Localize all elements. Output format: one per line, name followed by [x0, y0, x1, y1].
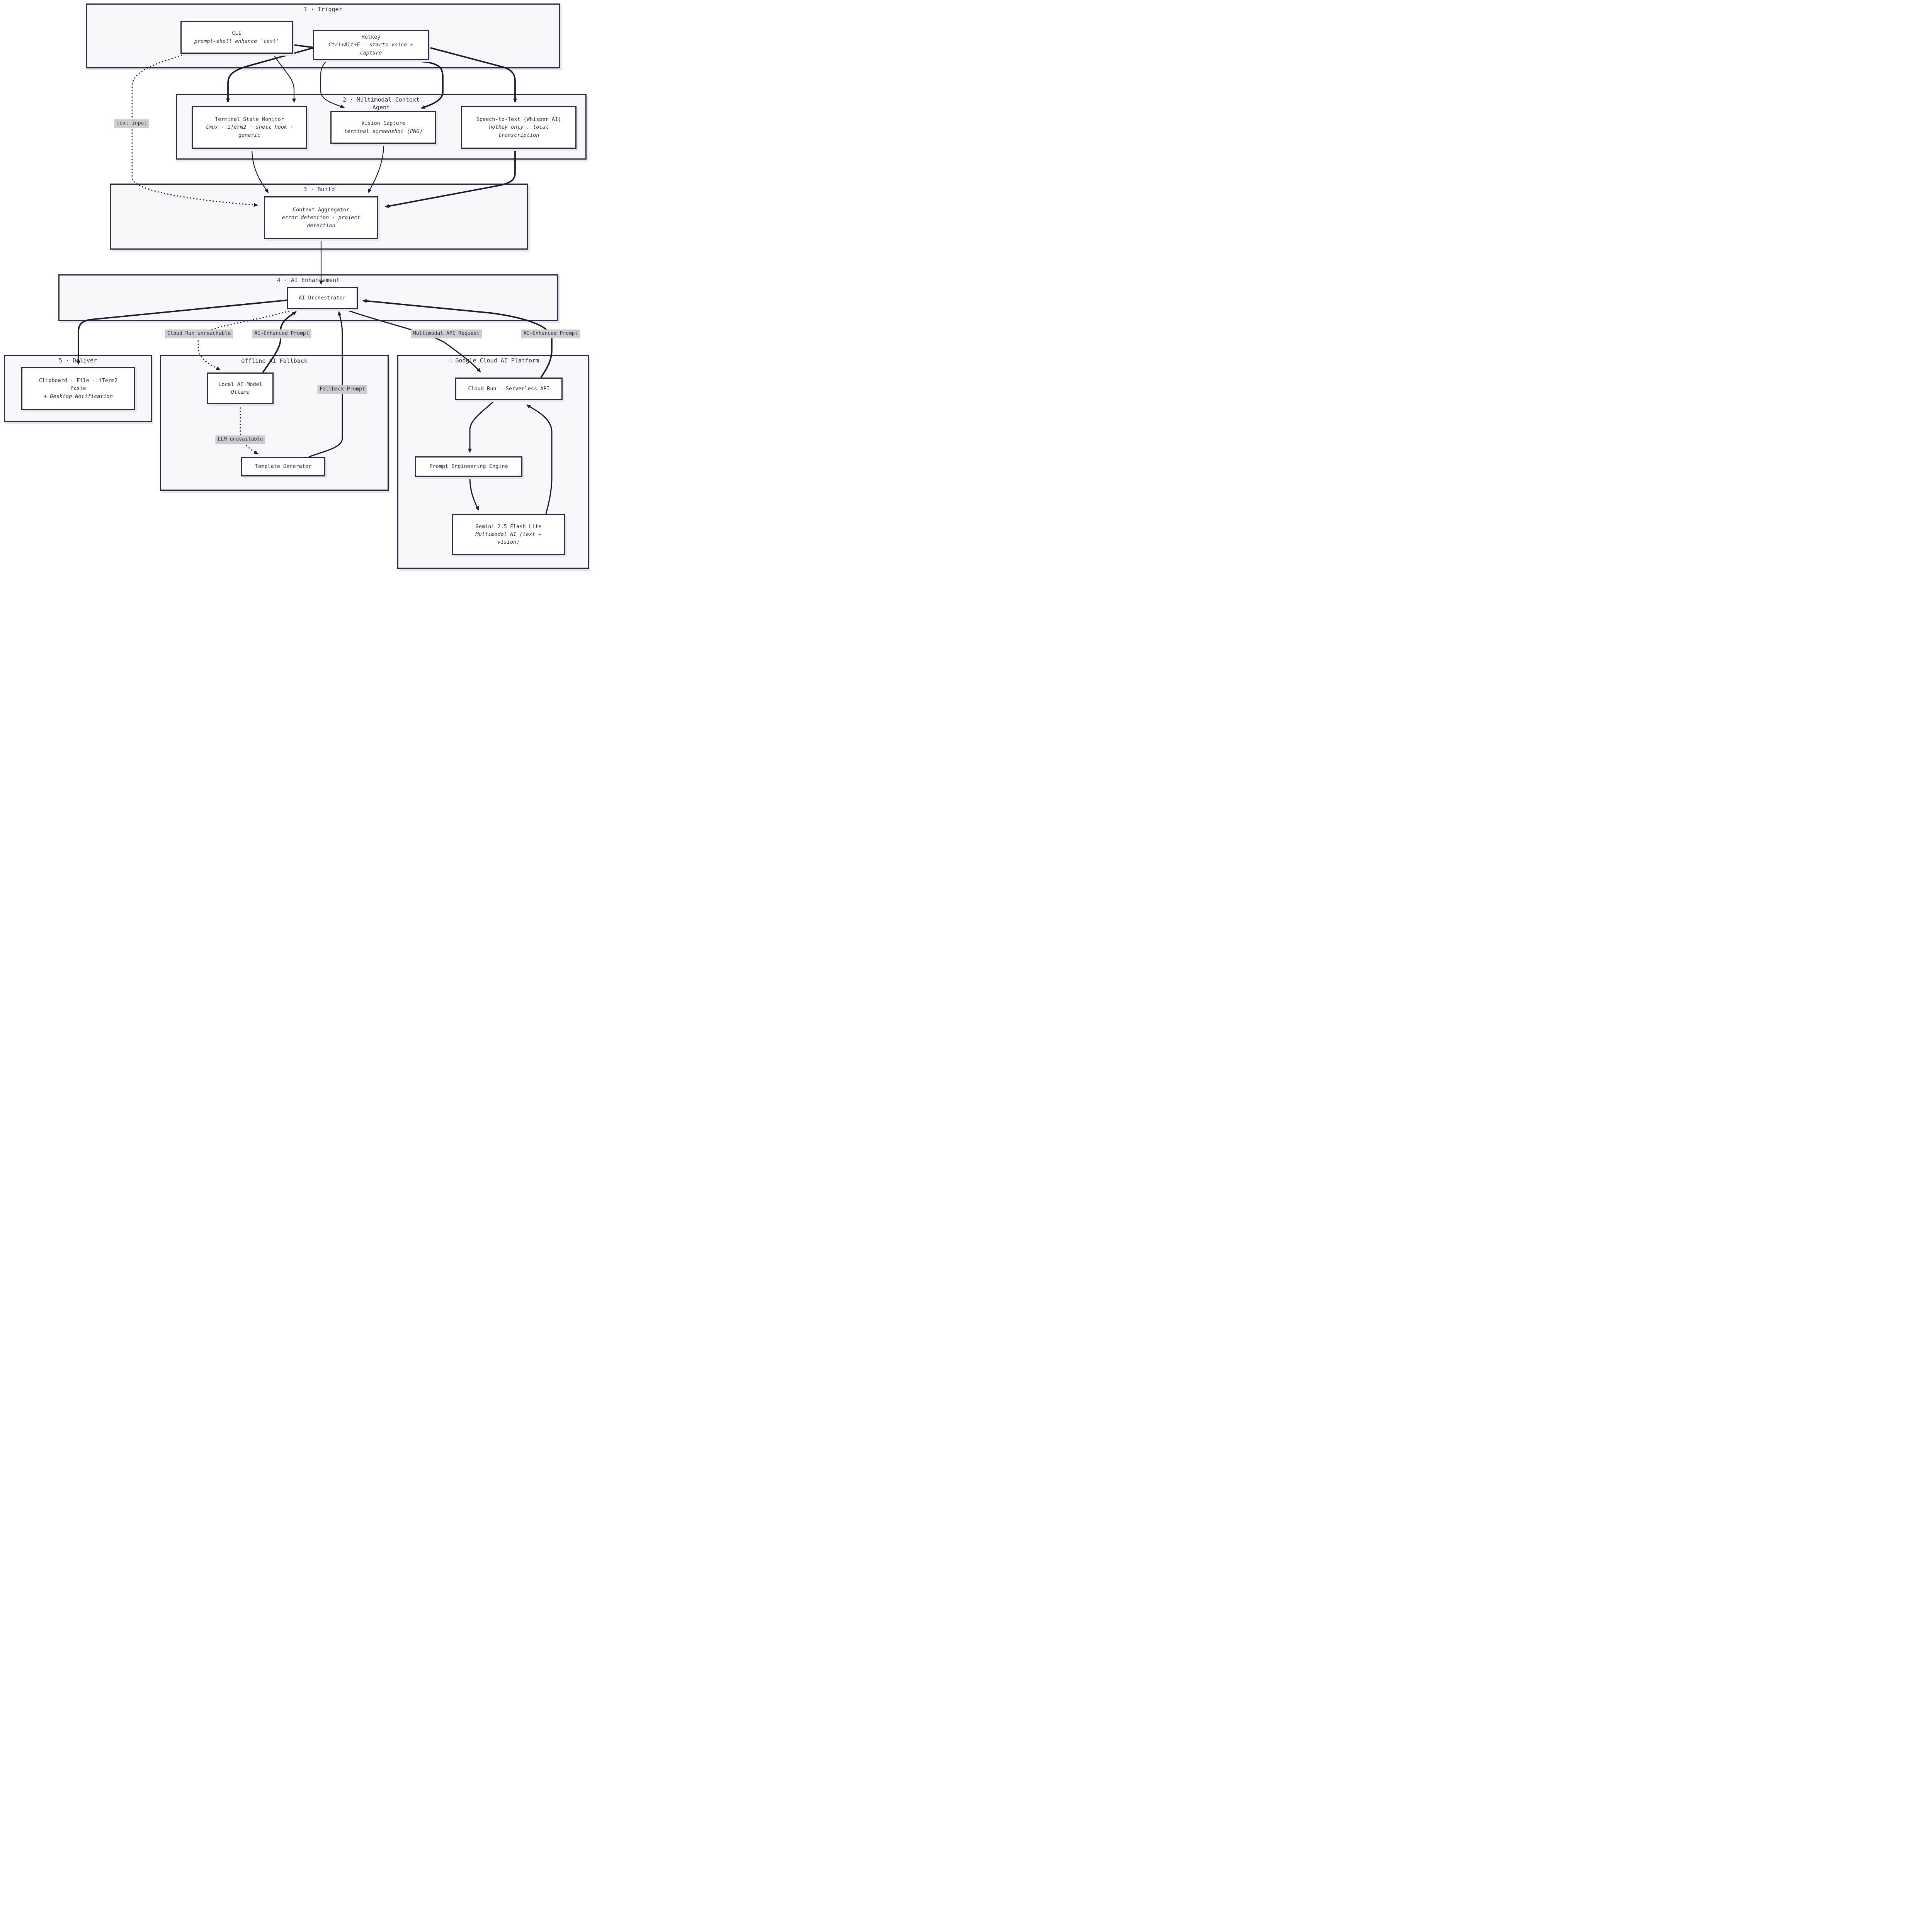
edge-speech-to-text-aggregator	[386, 149, 516, 207]
node-context-aggregator-title: Context Aggregator	[293, 207, 350, 213]
edge-template-generator-orchestrator	[309, 312, 343, 457]
node-template-generator-title: Template Generator	[255, 463, 312, 470]
edge-prompt-engine-gemini	[469, 476, 480, 510]
node-cloud-run-title: Cloud Run - Serverless API	[468, 385, 550, 392]
node-speech-to-text-subtitle: hotkey only . local transcription	[489, 124, 549, 138]
node-template-generator: Template Generator	[241, 457, 325, 476]
edge-label-cloud-run-unreachable: Cloud Run unreachable	[165, 329, 233, 338]
subgraph-google-cloud-label: ☁️Google Cloud AI Platform	[397, 357, 589, 365]
edge-cli-terminal-monitor	[272, 53, 294, 102]
edge-hotkey-vision-capture	[320, 54, 344, 107]
edge-hotkey-terminal-monitor	[228, 47, 313, 102]
edge-label-fallback-prompt: Fallback Prompt	[317, 385, 367, 394]
edge-label-ai-enhanced-prompt-cloud: AI-Enhanced Prompt	[521, 329, 580, 338]
node-gemini-title: Gemini 2.5 Flash Lite	[475, 523, 542, 530]
node-gemini-subtitle: Multimodal AI (text + vision)	[475, 531, 542, 546]
edge-local-ai-template-generator	[240, 404, 258, 454]
node-terminal-state-monitor: Terminal State Monitor tmux · iTerm2 · s…	[192, 106, 307, 149]
edge-terminal-monitor-aggregator	[251, 148, 268, 192]
node-gemini: Gemini 2.5 Flash Lite Multimodal AI (tex…	[452, 514, 565, 555]
edge-cli-vision-capture	[293, 44, 444, 109]
node-vision-capture-subtitle: terminal screenshot (PNG)	[344, 128, 423, 134]
edge-orchestrator-local-ai	[197, 308, 296, 371]
node-cloud-run: Cloud Run - Serverless API	[455, 378, 563, 400]
node-cli: CLI prompt-shell enhance 'text'	[180, 21, 293, 54]
edge-label-multimodal-api-request: Multimodal API Request	[410, 329, 482, 338]
node-clipboard-delivery-subtitle: + Desktop Notification	[44, 393, 113, 400]
edge-label-llm-unavailable: LLM unavailable	[215, 435, 265, 444]
edge-orchestrator-cloud-run	[344, 308, 480, 372]
subgraph-google-cloud-title: Google Cloud AI Platform	[455, 357, 539, 364]
edge-cloud-run-orchestrator	[363, 301, 553, 378]
node-local-ai-model: Local AI Model Ollama	[207, 372, 274, 404]
edge-orchestrator-clipboard	[78, 299, 287, 364]
node-ai-orchestrator-title: AI Orchestrator	[299, 294, 346, 301]
node-vision-capture-title: Vision Capture	[361, 120, 405, 127]
node-speech-to-text: Speech-to-Text (Whisper AI) hotkey only …	[461, 106, 577, 149]
edge-cloud-run-prompt-engine	[470, 399, 496, 452]
edge-vision-capture-aggregator	[368, 143, 384, 192]
edges-layer	[0, 44, 553, 514]
node-hotkey: Hotkey Ctrl+Alt+E - starts voice + captu…	[313, 30, 429, 60]
node-context-aggregator-subtitle: error detection · project detection	[282, 214, 361, 229]
subgraph-trigger-label: 1 · Trigger	[304, 6, 342, 13]
node-clipboard-delivery: Clipboard · File · iTerm2 Paste + Deskto…	[21, 367, 135, 410]
edge-cli-context-aggregator	[131, 53, 257, 205]
subgraph-build-label: 3 · Build	[303, 186, 335, 193]
edge-local-ai-orchestrator	[262, 311, 296, 373]
node-vision-capture: Vision Capture terminal screenshot (PNG)	[330, 111, 436, 144]
node-hotkey-subtitle: Ctrl+Alt+E - starts voice + capture	[328, 42, 413, 56]
node-local-ai-model-title: Local AI Model	[218, 381, 262, 388]
edge-gemini-cloud-run	[527, 404, 553, 514]
subgraph-offline-fallback-label: Offline AI Fallback	[241, 357, 308, 364]
node-context-aggregator: Context Aggregator error detection · pro…	[264, 196, 378, 239]
node-clipboard-delivery-title: Clipboard · File · iTerm2 Paste	[39, 378, 118, 392]
node-ai-orchestrator: AI Orchestrator	[287, 287, 358, 309]
node-terminal-state-monitor-title: Terminal State Monitor	[215, 116, 284, 123]
node-cli-title: CLI	[232, 30, 242, 37]
edge-hotkey-speech-to-text	[427, 46, 515, 102]
subgraph-context-agent-label: 2 · Multimodal Context Agent	[343, 96, 420, 111]
cloud-icon: ☁️	[447, 358, 454, 364]
node-hotkey-title: Hotkey	[361, 34, 381, 41]
node-local-ai-model-subtitle: Ollama	[231, 389, 250, 395]
node-prompt-engineering-engine-title: Prompt Engineering Engine	[429, 463, 508, 470]
node-terminal-state-monitor-subtitle: tmux · iTerm2 · shell hook · generic	[205, 124, 294, 138]
flowchart-canvas: 1 · Trigger 2 · Multimodal Context Agent…	[0, 0, 591, 572]
node-prompt-engineering-engine: Prompt Engineering Engine	[415, 456, 522, 477]
node-cli-subtitle: prompt-shell enhance 'text'	[194, 38, 279, 44]
edge-label-text-input: text input	[114, 119, 150, 128]
subgraph-ai-enhancement-label: 4 · AI Enhancement	[277, 277, 340, 284]
node-speech-to-text-title: Speech-to-Text (Whisper AI)	[476, 116, 561, 123]
edge-label-ai-enhanced-prompt-local: AI-Enhanced Prompt	[252, 329, 311, 338]
